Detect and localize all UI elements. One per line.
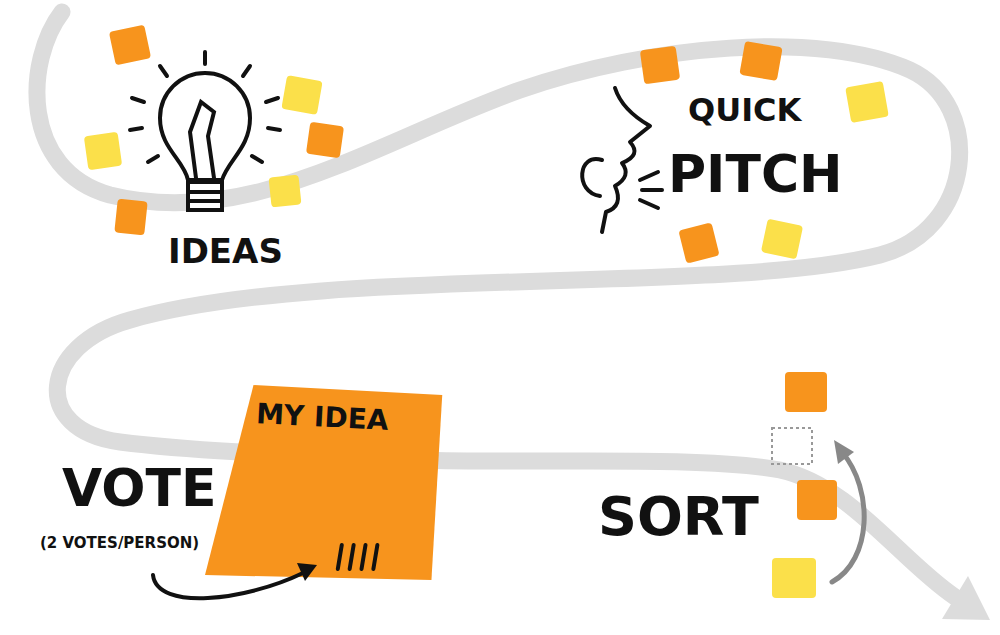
sticky-note [269, 175, 302, 208]
sticky-note [797, 480, 837, 520]
stage-note: (2 VOTES/PERSON) [40, 536, 199, 551]
sticky-notes [84, 25, 344, 236]
vote-arrow [153, 573, 303, 598]
sticky-note [845, 81, 889, 123]
sticky-notes [640, 41, 889, 264]
flow-arrowhead [942, 576, 990, 620]
lightbulb-icon [130, 52, 280, 210]
sort-stack [772, 372, 864, 598]
sticky-note [109, 25, 151, 66]
stage-title: IDEAS [168, 234, 283, 268]
tally-marks [338, 545, 378, 569]
sticky-note [739, 41, 782, 81]
stage-title: SORT [598, 490, 759, 544]
sticky-note [785, 372, 827, 412]
stage-title: VOTE [62, 462, 217, 514]
move-arrowhead [834, 440, 854, 464]
sticky-note [678, 222, 719, 263]
sticky-note [306, 122, 344, 158]
sticky-note [84, 132, 122, 170]
sticky-note [281, 75, 322, 115]
stage-title: PITCH [668, 148, 843, 200]
vote-arrowhead [297, 563, 317, 581]
idea-sticky-note: MY IDEA [205, 383, 444, 583]
stage-title: QUICK [688, 94, 801, 126]
sticky-note [114, 199, 147, 236]
empty-slot [772, 428, 812, 464]
sticky-note [761, 219, 803, 260]
move-arrow [832, 452, 864, 582]
sticky-note [772, 558, 816, 598]
flow-path [37, 12, 960, 597]
speaking-face-icon [582, 88, 662, 232]
sticky-note [640, 46, 680, 85]
